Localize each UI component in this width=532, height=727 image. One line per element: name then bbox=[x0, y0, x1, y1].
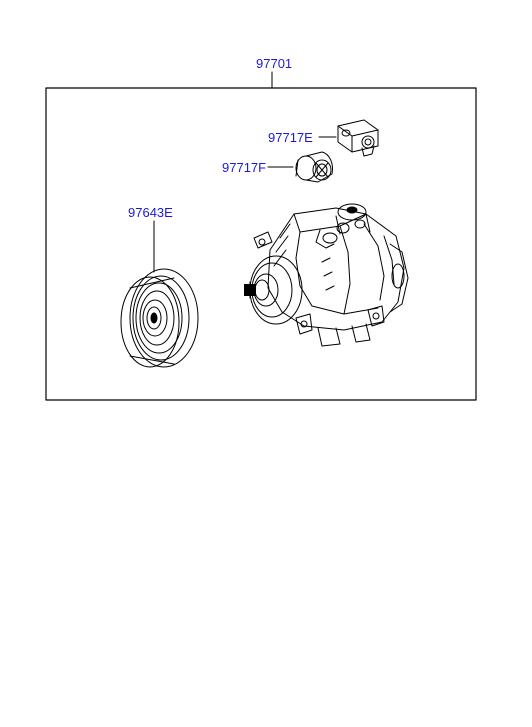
assembly-frame bbox=[45, 87, 477, 401]
callout-97717F[interactable]: 97717F bbox=[222, 160, 267, 175]
callout-97643E[interactable]: 97643E bbox=[128, 205, 173, 220]
switch-97717E-drawing bbox=[337, 119, 379, 157]
pulley-97643E-drawing bbox=[120, 268, 199, 368]
valve-97717F-drawing bbox=[295, 151, 333, 183]
callout-97717E[interactable]: 97717E bbox=[268, 130, 313, 145]
callout-97701[interactable]: 97701 bbox=[256, 56, 293, 71]
compressor-drawing bbox=[244, 203, 409, 347]
